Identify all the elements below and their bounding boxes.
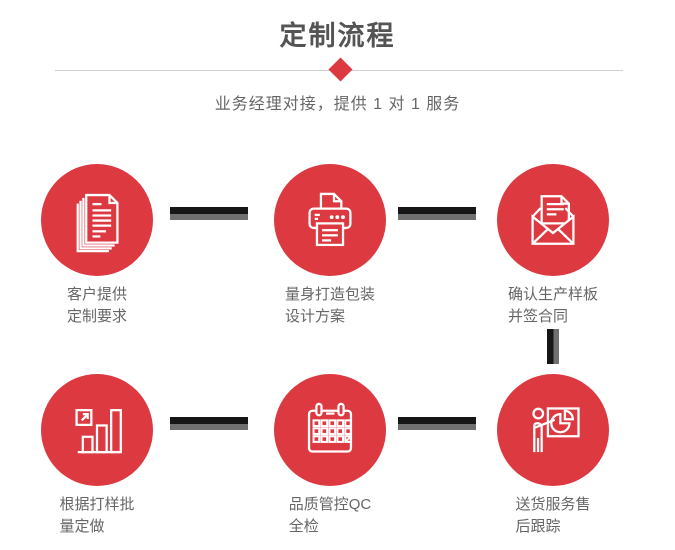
printer-icon [308,192,352,247]
step-circle-delivery-aftersales [497,374,609,486]
step-label-line1: 品质管控QC [288,496,372,513]
connector-horizontal [170,417,248,430]
step-circle-batch-production [41,374,153,486]
presentation-icon [532,407,580,453]
step-label-line2: 后跟踪 [515,518,561,535]
page-subtitle: 业务经理对接，提供 1 对 1 服务 [214,96,461,113]
connector-horizontal [170,207,248,220]
page-title: 定制流程 [279,21,396,51]
step-label-line1: 量身打造包装 [284,286,375,303]
documents-icon [76,193,119,253]
step-label-line2: 量定做 [59,518,105,535]
step-label-line2: 并签合同 [507,308,568,325]
step-label-delivery-aftersales: 送货服务售 后跟踪 [468,494,638,538]
step-circle-sample-contract [497,164,609,276]
step-label-quality-control: 品质管控QC 全检 [245,494,415,538]
step-label-line2: 定制要求 [66,308,127,325]
step-label-line1: 客户提供 [66,286,127,303]
step-label-line1: 送货服务售 [515,496,591,513]
step-label-line2: 设计方案 [284,308,345,325]
connector-vertical [547,329,559,364]
step-label-batch-production: 根据打样批 量定做 [12,494,182,538]
envelope-icon [531,195,575,245]
step-label-line1: 根据打样批 [59,496,135,513]
step-circle-packaging-design [274,164,386,276]
diamond-icon [328,57,353,82]
step-circle-quality-control [274,374,386,486]
step-label-line1: 确认生产样板 [507,286,598,303]
connector-horizontal [398,207,476,220]
bar-chart-icon [75,409,122,454]
step-label-customer-requirements: 客户提供 定制要求 [12,284,182,328]
step-label-line2: 全检 [288,518,319,535]
step-circle-customer-requirements [41,164,153,276]
connector-horizontal [398,417,476,430]
step-label-packaging-design: 量身打造包装 设计方案 [245,284,415,328]
calendar-icon [307,402,353,453]
step-label-sample-contract: 确认生产样板 并签合同 [468,284,638,328]
